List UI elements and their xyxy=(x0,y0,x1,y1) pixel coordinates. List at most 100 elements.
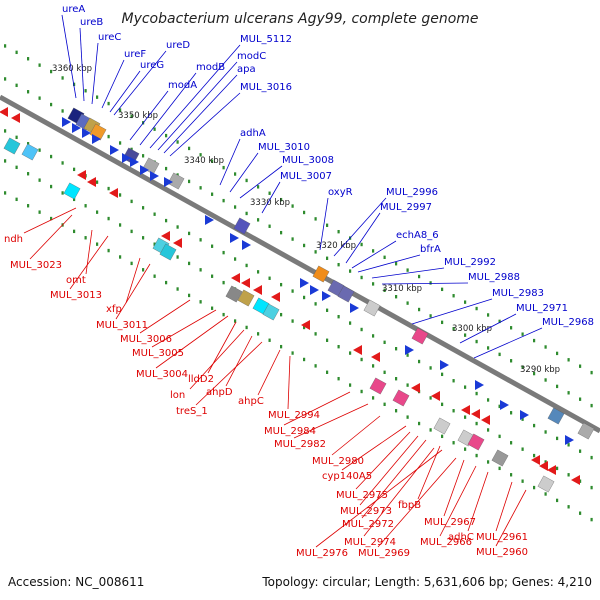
gene-feature-block xyxy=(369,377,387,395)
tick-dot xyxy=(418,359,421,364)
tick-dot xyxy=(38,148,41,152)
tick-dot xyxy=(441,320,444,325)
gene-leader-line xyxy=(225,335,253,387)
tick-dot xyxy=(280,344,283,349)
tick-dot xyxy=(130,261,133,266)
reverse-gene-label: treS_1 xyxy=(176,406,208,417)
forward-gene-label: MUL_2996 xyxy=(386,187,438,198)
tick-dot xyxy=(360,242,363,247)
tick-dot xyxy=(61,191,64,195)
tick-dot xyxy=(487,346,490,350)
tick-dot xyxy=(303,243,306,248)
tick-dot xyxy=(280,230,283,235)
tick-dot xyxy=(268,276,271,280)
reverse-gene-label: MUL_2984 xyxy=(264,426,316,437)
tick-dot xyxy=(38,63,41,67)
tick-dot xyxy=(96,210,99,214)
tick-dot xyxy=(119,223,122,227)
tick-dot xyxy=(590,485,593,490)
tick-dot xyxy=(372,396,375,400)
gene-leader-line xyxy=(109,70,141,113)
tick-dot xyxy=(418,421,421,426)
gene-leader-line xyxy=(361,439,427,519)
tick-dot xyxy=(510,359,513,363)
reverse-gene-arrow xyxy=(539,461,548,471)
forward-gene-label: MUL_2971 xyxy=(516,303,568,314)
tick-dot xyxy=(142,236,145,240)
forward-gene-arrow xyxy=(130,157,139,167)
tick-dot xyxy=(429,366,432,370)
tick-dot xyxy=(521,332,524,336)
gene-leader-line xyxy=(115,263,151,320)
tick-dot xyxy=(27,57,30,61)
reverse-gene-arrow xyxy=(301,320,310,330)
gene-leader-line xyxy=(219,138,241,186)
tick-dot xyxy=(222,165,225,170)
tick-dot xyxy=(245,325,248,330)
reverse-gene-label: MUL_3011 xyxy=(96,320,148,331)
tick-dot xyxy=(544,492,547,496)
tick-dot xyxy=(544,378,547,382)
tick-dot xyxy=(188,293,191,298)
tick-dot xyxy=(50,154,53,159)
tick-dot xyxy=(27,204,30,208)
forward-gene-arrow xyxy=(500,400,509,410)
tick-dot xyxy=(487,398,490,402)
gene-feature-block xyxy=(537,475,555,493)
tick-dot xyxy=(165,133,168,138)
tick-dot xyxy=(372,334,375,338)
forward-gene-arrow xyxy=(242,240,251,250)
tick-dot xyxy=(498,352,501,357)
tick-dot xyxy=(464,300,467,304)
reverse-gene-arrow xyxy=(253,285,262,295)
reverse-gene-label: MUL_2980 xyxy=(312,456,364,467)
tick-dot xyxy=(360,327,363,332)
tick-dot xyxy=(556,498,559,503)
tick-dot xyxy=(211,306,214,310)
tick-dot xyxy=(107,216,110,221)
tick-dot xyxy=(165,280,168,285)
tick-dot xyxy=(61,161,64,165)
gene-leader-line xyxy=(459,313,517,344)
tick-dot xyxy=(314,332,317,336)
tick-dot xyxy=(441,402,444,407)
tick-dot xyxy=(441,372,444,377)
tick-dot xyxy=(464,415,467,419)
tick-dot xyxy=(383,370,386,375)
tick-dot xyxy=(533,371,536,376)
tick-dot xyxy=(4,129,7,133)
gene-leader-line xyxy=(331,415,381,456)
tick-dot xyxy=(291,204,294,208)
forward-gene-label: adhA xyxy=(240,128,266,139)
tick-dot xyxy=(395,409,398,413)
tick-dot xyxy=(533,423,536,428)
gene-leader-line xyxy=(443,459,465,517)
gene-feature-block xyxy=(167,172,185,190)
tick-dot xyxy=(372,249,375,253)
tick-dot xyxy=(303,325,306,330)
forward-gene-label: ureF xyxy=(124,49,146,60)
tick-dot xyxy=(257,270,260,274)
tick-dot xyxy=(441,287,444,292)
gene-leader-line xyxy=(495,489,527,547)
tick-dot xyxy=(222,198,225,203)
tick-dot xyxy=(96,242,99,246)
tick-dot xyxy=(383,402,386,407)
tick-dot xyxy=(268,191,271,195)
tick-dot xyxy=(15,165,18,170)
genome-backbone xyxy=(0,94,600,434)
gene-leader-line xyxy=(91,42,99,105)
tick-dot xyxy=(337,344,340,349)
reverse-gene-labels: ndhMUL_3023omtMUL_3013xfpMUL_3011MUL_300… xyxy=(4,207,528,559)
tick-dot xyxy=(73,197,76,202)
tick-dot xyxy=(349,351,352,355)
tick-dot xyxy=(487,428,490,432)
tick-dot xyxy=(211,159,214,163)
tick-dot xyxy=(464,333,467,337)
reverse-gene-label: MUL_2973 xyxy=(340,506,392,517)
reverse-gene-label: cyp140A5 xyxy=(322,471,372,482)
tick-dot xyxy=(567,443,570,447)
tick-dot xyxy=(544,460,547,464)
gene-leader-line xyxy=(293,403,369,439)
reverse-gene-arrow xyxy=(109,188,118,198)
